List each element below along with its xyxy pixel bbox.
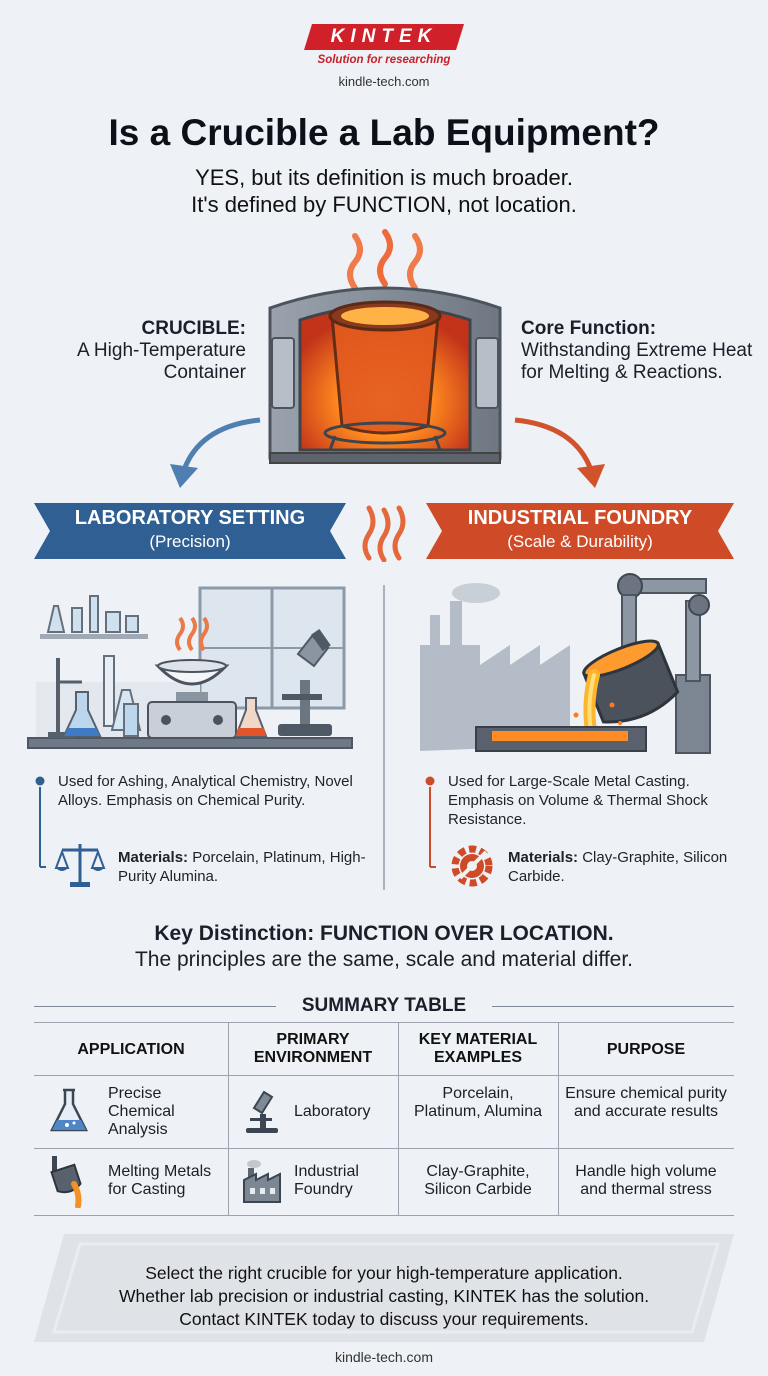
table-cell-materials: Porcelain, Platinum, Alumina — [413, 1085, 543, 1120]
table-header: PRIMARY ENVIRONMENT — [253, 1031, 373, 1066]
key-distinction-heading: Key Distinction: FUNCTION OVER LOCATION. — [154, 922, 614, 945]
lab-materials: Materials: Porcelain, Platinum, High-Pur… — [118, 848, 368, 886]
industrial-banner-shape — [426, 503, 734, 559]
column-divider — [383, 585, 385, 890]
table-cell-environment: Industrial Foundry — [294, 1163, 359, 1198]
summary-rule-right — [492, 1006, 734, 1007]
kintek-logo-badge — [304, 24, 464, 50]
table-rule — [228, 1022, 229, 1216]
subtitle-line-1: YES, but its definition is much broader. — [195, 165, 573, 190]
lab-banner-shape — [34, 503, 346, 559]
table-rule — [34, 1148, 734, 1149]
arrow-right-icon — [514, 417, 605, 488]
subtitle-line-2: It's defined by FUNCTION, not location. — [191, 192, 577, 217]
table-cell-environment: Laboratory — [294, 1103, 371, 1120]
industrial-info: Used for Large-Scale Metal Casting. Emph… — [448, 773, 708, 828]
factory-icon — [243, 1160, 281, 1203]
summary-rule-left — [34, 1006, 276, 1007]
lab-info: Used for Ashing, Analytical Chemistry, N… — [58, 773, 353, 809]
furnace-crucible-illustration — [268, 229, 502, 464]
table-rule — [34, 1075, 734, 1076]
crucible-desc: A High-Temperature Container — [77, 340, 246, 383]
ladle-pour-icon — [50, 1156, 82, 1208]
tagline: Solution for researching — [317, 54, 451, 66]
industrial-bullet-line — [425, 776, 436, 868]
scale-icon — [54, 844, 106, 887]
lab-banner: LABORATORY SETTING (Precision) — [34, 507, 346, 557]
lab-materials-value: Porcelain, Platinum, High-Purity Alumina… — [118, 849, 366, 885]
summary-table-title: SUMMARY TABLE — [301, 995, 467, 1016]
table-cell-purpose: Ensure chemical purity and accurate resu… — [565, 1085, 727, 1120]
table-rule — [398, 1022, 399, 1216]
microscope-icon — [246, 1090, 278, 1133]
table-cell-application: Melting Metals for Casting — [108, 1163, 212, 1198]
foundry-illustration — [420, 573, 711, 754]
summary-table: APPLICATION PRIMARY ENVIRONMENT KEY MATE… — [34, 1022, 734, 1216]
kintek-logo: KINTEK — [330, 26, 438, 47]
table-header: APPLICATION — [77, 1041, 185, 1058]
lab-banner-title: LABORATORY SETTING — [74, 507, 306, 529]
core-function-label: Core Function: — [521, 318, 657, 339]
industrial-banner-title: INDUSTRIAL FOUNDRY — [467, 507, 693, 529]
site-url-bottom[interactable]: kindle-tech.com — [334, 1349, 434, 1365]
footer-cta: Select the right crucible for your high-… — [0, 1262, 768, 1331]
arrow-left-icon — [170, 417, 261, 488]
table-header: KEY MATERIAL EXAMPLES — [418, 1031, 538, 1066]
laboratory-illustration — [27, 586, 353, 749]
lab-banner-subtitle: (Precision) — [149, 532, 231, 551]
lab-bullet-line — [35, 776, 46, 868]
table-rule — [558, 1022, 559, 1216]
industrial-materials-value: Clay-Graphite, Silicon Carbide. — [508, 849, 728, 885]
table-cell-materials: Clay-Graphite, Silicon Carbide — [424, 1163, 532, 1198]
footer-line-3: Contact KINTEK today to discuss your req… — [179, 1309, 589, 1329]
lab-materials-label: Materials: — [118, 849, 189, 866]
kintek-watermark — [34, 1234, 734, 1342]
table-cell-purpose: Handle high volume and thermal stress — [575, 1163, 717, 1198]
industrial-materials: Materials: Clay-Graphite, Silicon Carbid… — [508, 848, 758, 886]
table-rule — [34, 1215, 734, 1216]
heat-waves-icon — [362, 505, 406, 562]
table-header: PURPOSE — [606, 1041, 686, 1058]
footer-line-1: Select the right crucible for your high-… — [145, 1263, 623, 1283]
industrial-banner: INDUSTRIAL FOUNDRY (Scale & Durability) — [426, 507, 734, 557]
page-title: Is a Crucible a Lab Equipment? — [108, 112, 660, 153]
core-function: Core Function: Withstanding Extreme Heat… — [521, 318, 761, 384]
core-function-desc: Withstanding Extreme Heat for Melting & … — [521, 340, 753, 383]
crucible-definition: CRUCIBLE: A High-Temperature Container — [20, 318, 246, 384]
key-distinction-text: The principles are the same, scale and m… — [134, 948, 634, 971]
table-cell-application: Precise Chemical Analysis — [108, 1085, 175, 1138]
site-url-top[interactable]: kindle-tech.com — [338, 74, 430, 89]
gear-wrench-icon — [451, 845, 493, 887]
industrial-banner-subtitle: (Scale & Durability) — [507, 532, 653, 551]
table-rule — [34, 1022, 734, 1023]
crucible-label: CRUCIBLE: — [141, 318, 247, 339]
footer-line-2: Whether lab precision or industrial cast… — [118, 1286, 650, 1306]
flask-icon — [49, 1088, 89, 1132]
industrial-materials-label: Materials: — [508, 849, 579, 866]
